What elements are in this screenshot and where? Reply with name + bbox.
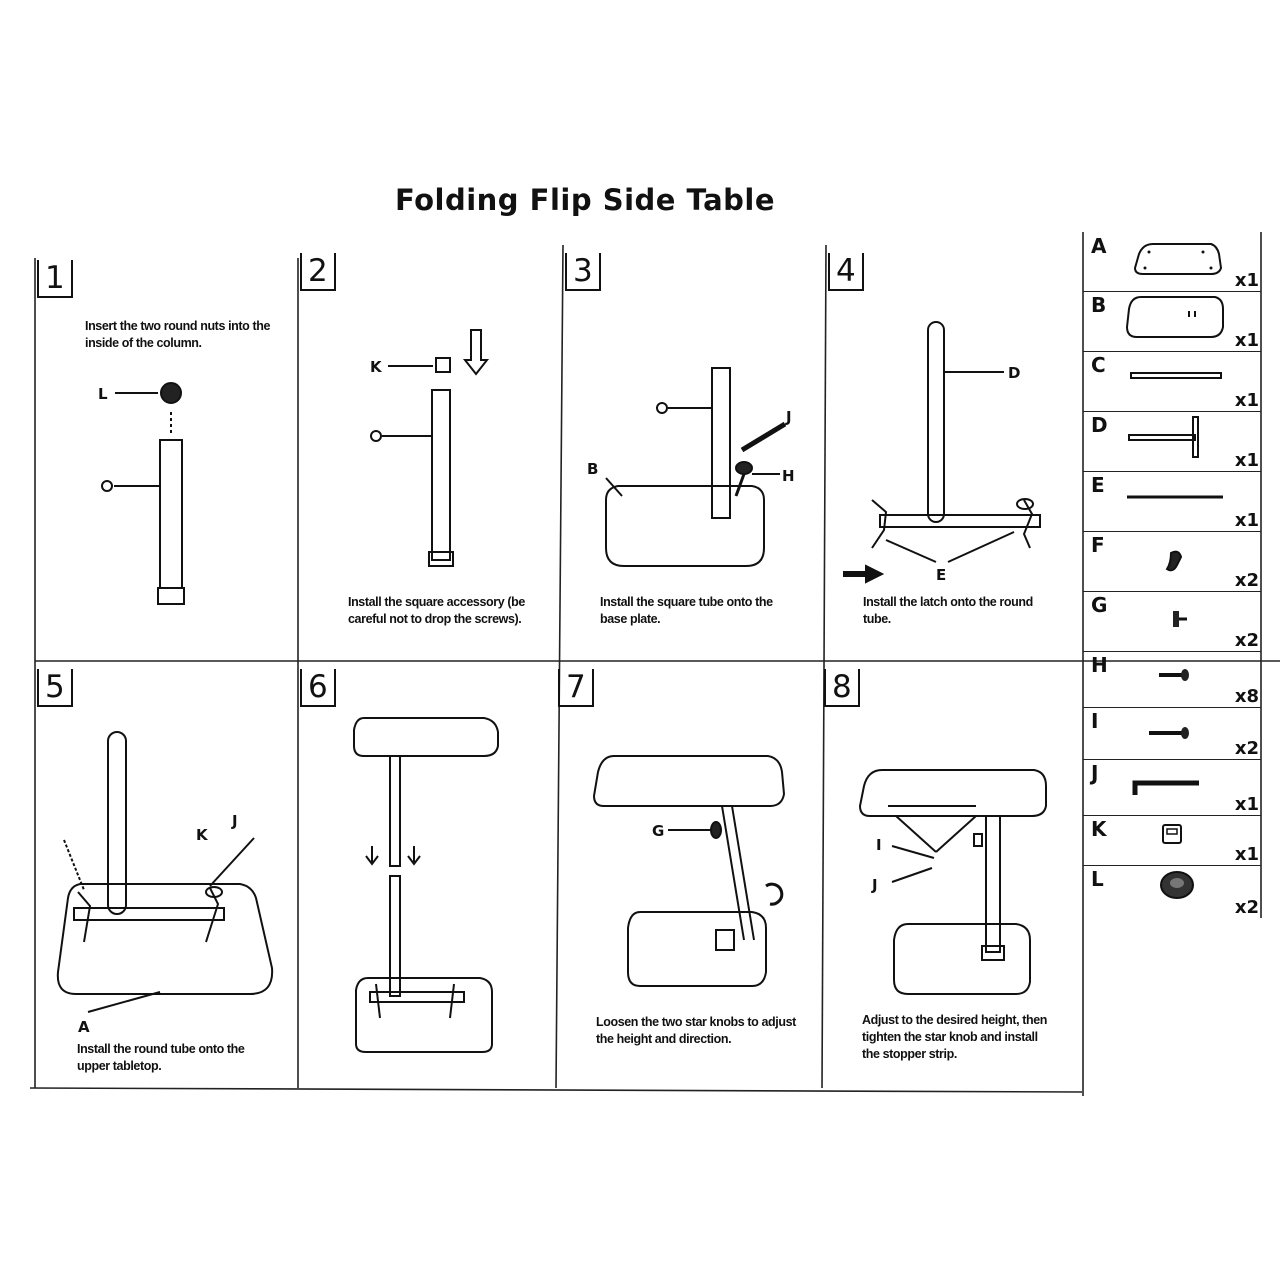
part-letter: D <box>1091 413 1108 437</box>
part-row-H: H x8 <box>1083 651 1261 708</box>
part-letter: L <box>1091 867 1104 891</box>
part-qty: x1 <box>1234 794 1259 815</box>
step-number: 3 <box>565 253 601 291</box>
step-5-panel: 5 Install the round tube onto the upper … <box>35 661 298 1088</box>
part-row-G: G x2 <box>1083 591 1261 652</box>
part-qty: x1 <box>1234 450 1259 471</box>
tabletop-top-icon <box>1133 243 1223 275</box>
page-title: Folding Flip Side Table <box>394 183 776 217</box>
stopper-strip-icon <box>1130 372 1222 379</box>
part-letter: C <box>1091 353 1106 377</box>
round-nut-icon <box>1160 871 1194 899</box>
part-row-J: J x1 <box>1083 759 1261 816</box>
part-qty: x2 <box>1234 630 1259 651</box>
part-letter: K <box>1091 817 1107 841</box>
step-instruction: Loosen the two star knobs to adjust the … <box>596 1015 796 1046</box>
part-qty: x1 <box>1234 390 1259 411</box>
part-qty: x1 <box>1234 510 1259 531</box>
part-row-A: A x1 <box>1083 232 1261 292</box>
step-instruction: Install the round tube onto the upper ta… <box>77 1042 245 1073</box>
part-qty: x2 <box>1234 897 1259 918</box>
part-row-E: E x1 <box>1083 471 1261 532</box>
step-instruction: Install the latch onto the round tube. <box>863 595 1033 626</box>
part-qty: x2 <box>1234 570 1259 591</box>
step-number: 1 <box>37 260 73 298</box>
part-qty: x1 <box>1234 270 1259 291</box>
step-6-panel: 6 <box>298 661 556 1088</box>
part-row-I: I x2 <box>1083 707 1261 760</box>
part-letter: I <box>1091 709 1099 733</box>
step-number: 2 <box>300 253 336 291</box>
step-instruction: Install the square tube onto the base pl… <box>600 595 773 626</box>
base-plate-icon <box>1125 296 1224 338</box>
allen-key-icon <box>1132 780 1199 795</box>
part-letter: H <box>1091 653 1108 677</box>
step-number: 4 <box>828 253 864 291</box>
step-3-panel: 3 Install the square tube onto the base … <box>563 245 826 661</box>
part-letter: J <box>1091 761 1099 785</box>
part-letter: F <box>1091 533 1105 557</box>
part-row-L: L x2 <box>1083 865 1261 918</box>
knob-bolt-icon <box>1173 611 1187 627</box>
step-instruction: Adjust to the desired height, then tight… <box>862 1013 1048 1061</box>
step-instruction: Insert the two round nuts into the insid… <box>85 319 270 350</box>
latch-bar-icon <box>1127 495 1223 499</box>
step-number: 6 <box>300 669 336 707</box>
part-letter: E <box>1091 473 1105 497</box>
step-1-panel: 1 Insert the two round nuts into the ins… <box>35 252 298 661</box>
step-4-panel: 4 Install the latch onto the round tube. <box>826 245 1083 661</box>
part-letter: G <box>1091 593 1108 617</box>
part-qty: x1 <box>1234 844 1259 865</box>
part-row-D: D x1 <box>1083 411 1261 472</box>
short-screw-icon <box>1159 669 1189 681</box>
part-qty: x2 <box>1234 738 1259 759</box>
part-letter: A <box>1091 234 1107 258</box>
round-tube-icon <box>1128 416 1199 458</box>
long-screw-icon <box>1149 727 1189 739</box>
part-qty: x8 <box>1234 686 1259 707</box>
square-accessory-icon <box>1162 824 1182 844</box>
part-row-C: C x1 <box>1083 351 1261 412</box>
part-letter: B <box>1091 293 1107 317</box>
part-row-K: K x1 <box>1083 815 1261 866</box>
part-qty: x1 <box>1234 330 1259 351</box>
part-row-F: F x2 <box>1083 531 1261 592</box>
step-number: 5 <box>37 669 73 707</box>
step-2-panel: 2 Install the square accessory (be caref… <box>298 245 563 661</box>
step-8-panel: 8 Adjust to the desired height, then tig… <box>822 661 1083 1088</box>
part-row-B: B x1 <box>1083 291 1261 352</box>
step-7-panel: 7 Loosen the two star knobs to adjust th… <box>556 661 822 1088</box>
star-knob-icon <box>1165 550 1183 572</box>
step-instruction: Install the square accessory (be careful… <box>348 595 525 626</box>
step-number: 8 <box>824 669 860 707</box>
step-number: 7 <box>558 669 594 707</box>
